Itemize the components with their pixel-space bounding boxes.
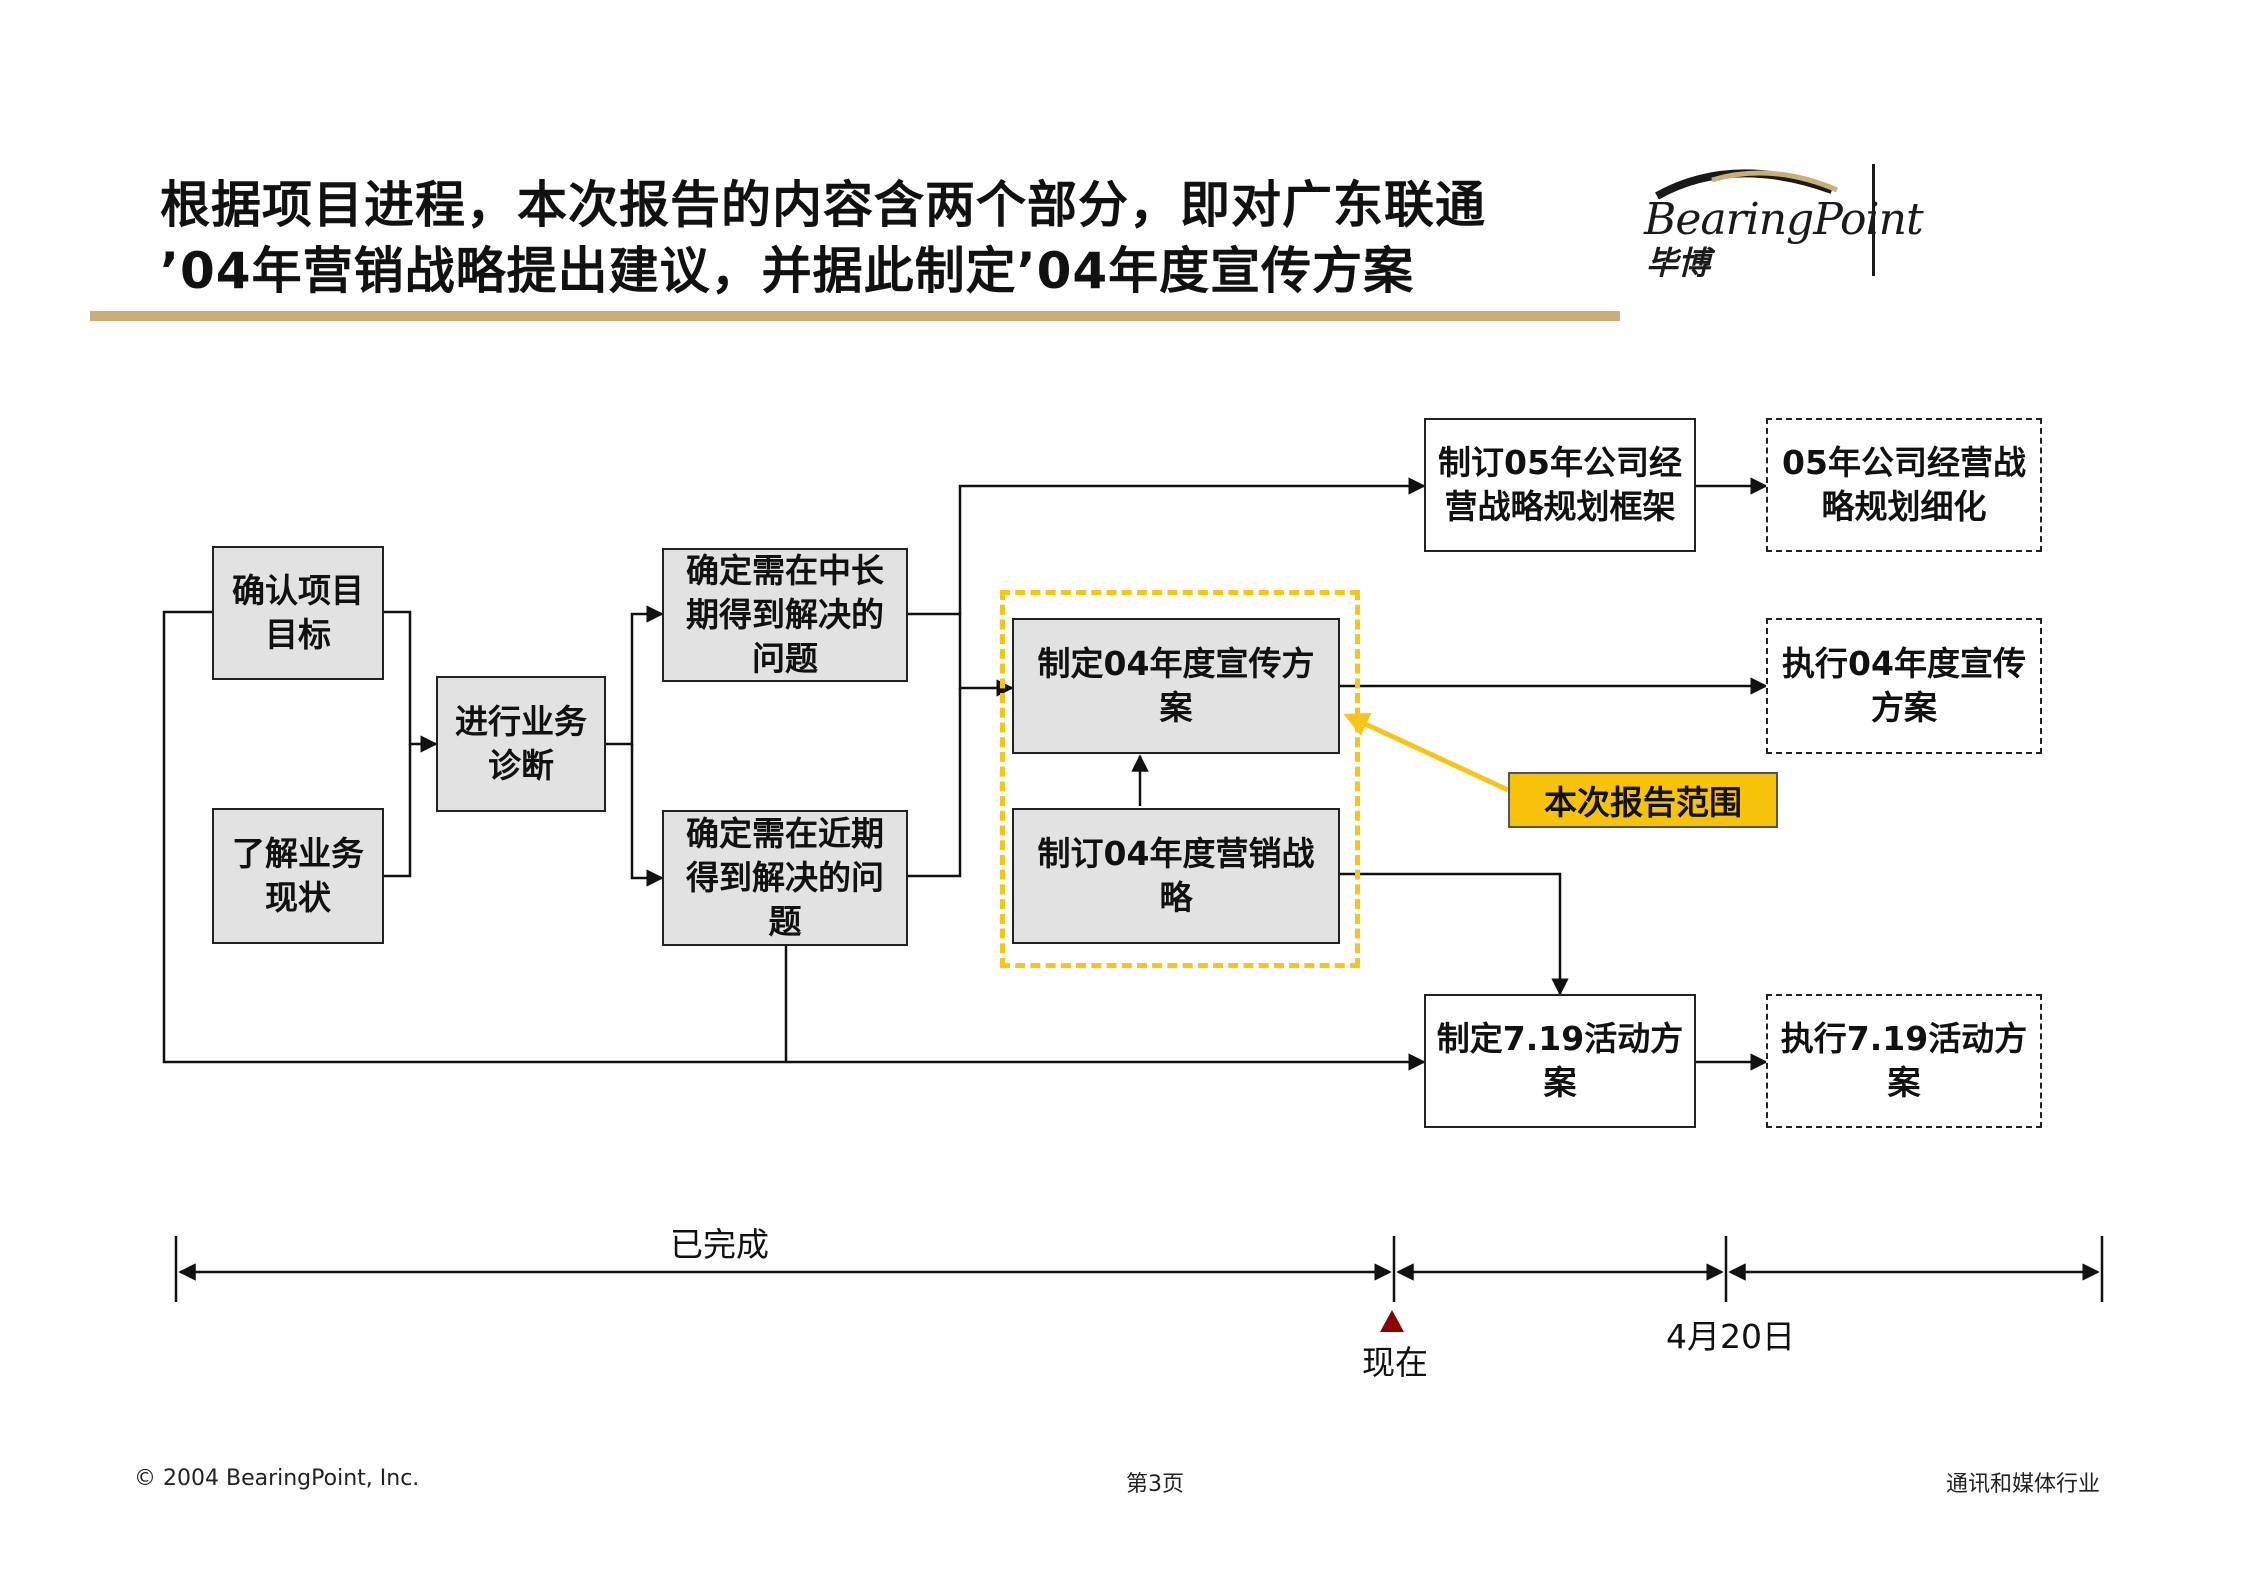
logo-arc-icon [1655,169,1838,200]
footer-industry: 通讯和媒体行业 [1946,1472,2101,1497]
company-logo: BearingPoint [1644,194,1924,245]
box-05-detail: 05年公司经营战略规划细化 [1766,418,2042,552]
box-719-plan: 制定7.19活动方案 [1424,994,1696,1128]
box-publicity-plan: 制定04年度宣传方案 [1012,618,1340,754]
box-marketing-strategy: 制订04年度营销战略 [1012,808,1340,944]
box-confirm-goal: 确认项目目标 [212,546,384,680]
box-understand-status: 了解业务现状 [212,808,384,944]
box-diagnose: 进行业务诊断 [436,676,606,812]
box-long-term-issues: 确定需在中长期得到解决的问题 [662,548,908,682]
title-underline [90,311,1620,321]
box-execute-publicity: 执行04年度宣传方案 [1766,618,2042,754]
timeline-now-label: 现在 [1362,1343,1428,1382]
title-line-1: 根据项目进程，本次报告的内容含两个部分，即对广东联通 [160,176,1486,234]
title-line-2: ’04年营销战略提出建议，并据此制定’04年度宣传方案 [160,242,1415,300]
box-near-term-issues: 确定需在近期得到解决的问题 [662,810,908,946]
now-marker-icon [1380,1310,1404,1332]
box-execute-719: 执行7.19活动方案 [1766,994,2042,1128]
report-scope-callout: 本次报告范围 [1508,772,1778,828]
footer-page-number: 第3页 [1126,1472,1184,1497]
timeline-date-label: 4月20日 [1666,1317,1795,1356]
timeline-axis [174,1236,2104,1302]
logo-divider [1872,164,1875,276]
page-title: 根据项目进程，本次报告的内容含两个部分，即对广东联通 ’04年营销战略提出建议，… [160,172,1600,304]
footer-copyright: © 2004 BearingPoint, Inc. [134,1466,420,1491]
company-logo-cn: 毕博 [1646,244,1711,282]
box-05-framework: 制订05年公司经营战略规划框架 [1424,418,1696,552]
timeline-completed-label: 已完成 [670,1225,769,1264]
report-scope-frame [1000,590,1360,968]
